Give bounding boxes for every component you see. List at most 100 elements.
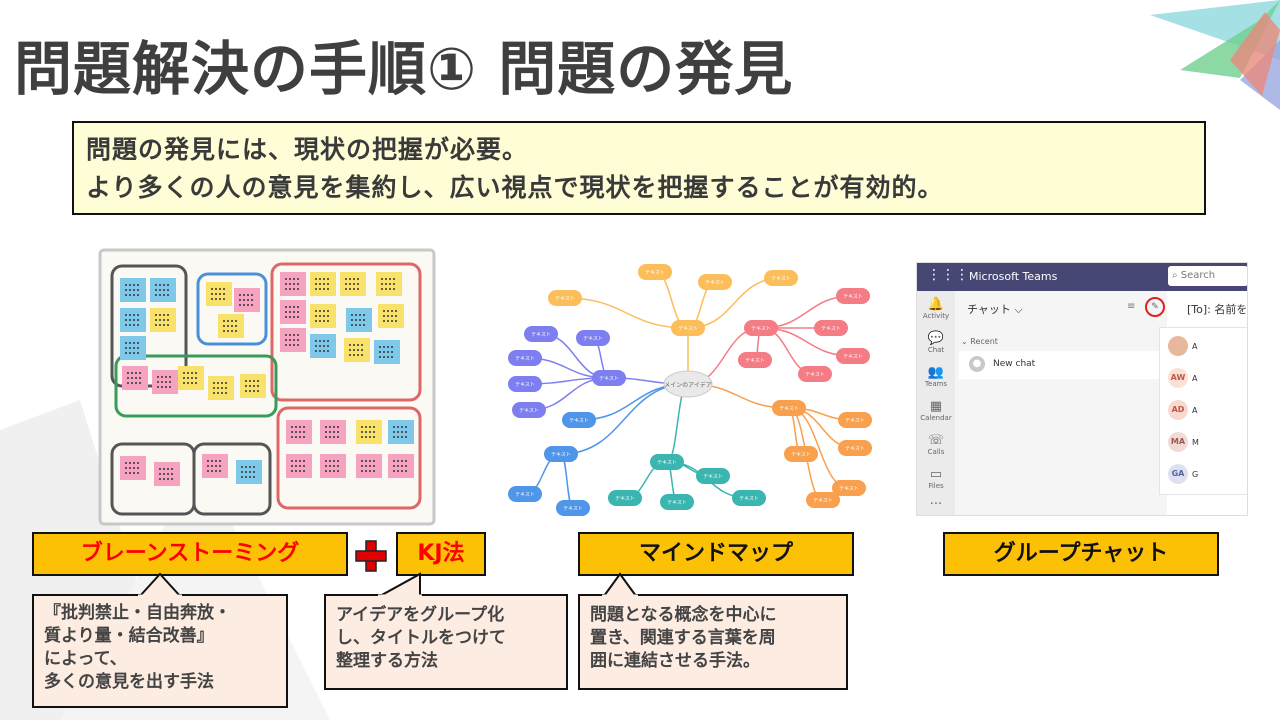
mindmap-node (832, 480, 866, 496)
mindmap-node (798, 366, 832, 382)
mindmap-node-text: テキスト (751, 326, 771, 332)
avatar: MA (1168, 432, 1188, 452)
kj-method-label: KJ法 (396, 532, 486, 576)
mindmap-node-text: テキスト (645, 270, 665, 276)
mindmap-node (508, 486, 542, 502)
mindmap-node (592, 370, 626, 386)
mindmap-node (732, 490, 766, 506)
mindmap-node-text: テキスト (779, 406, 799, 412)
mindmap-node (836, 348, 870, 364)
teams-search-input[interactable]: ⌕ Search (1168, 266, 1247, 286)
mindmap-node-text: テキスト (845, 446, 865, 452)
rail-activity[interactable]: 🔔Activity (917, 297, 955, 320)
chat-list-pane: チャット ⌵ ≡ ✎ ⌄ Recent ● New chat (955, 291, 1167, 515)
mindmap-node (671, 320, 705, 336)
mindmap-node-text: テキスト (531, 332, 551, 338)
avatar (1168, 336, 1188, 356)
rail-calls[interactable]: ☏Calls (917, 433, 955, 456)
mindmap-node (838, 440, 872, 456)
mindmap-node-text: テキスト (569, 418, 589, 424)
recent-section[interactable]: ⌄ Recent (961, 337, 998, 346)
teams-app-name: Microsoft Teams (969, 270, 1058, 283)
mindmap-center-label: メインのアイデア (664, 381, 712, 389)
plus-icon (355, 540, 387, 572)
rail-more[interactable]: ··· (917, 497, 955, 512)
rail-calendar[interactable]: ▦Calendar (917, 399, 955, 422)
rail-teams[interactable]: 👥Teams (917, 365, 955, 388)
mindmap-node (836, 288, 870, 304)
summary-line-2: より多くの人の意見を集約し、広い視点で現状を把握することが有効的。 (86, 173, 944, 202)
mindmap-node (508, 376, 542, 392)
mindmap-node (698, 274, 732, 290)
mindmap-node-text: テキスト (739, 496, 759, 502)
mindmap-node-text: テキスト (599, 376, 619, 382)
mindmap-node (508, 350, 542, 366)
mindmap-node-text: テキスト (615, 496, 635, 502)
mindmap-node-text: テキスト (843, 294, 863, 300)
mindmap-node-text: テキスト (551, 452, 571, 458)
teams-left-rail: 🔔Activity 💬Chat 👥Teams ▦Calendar ☏Calls … (917, 291, 955, 515)
rail-files[interactable]: ▭Files (917, 467, 955, 490)
mindmap-node-text: テキスト (515, 492, 535, 498)
avatar-icon: ● (969, 356, 985, 372)
mindmap-node (512, 402, 546, 418)
mindmap-node-text: テキスト (821, 326, 841, 332)
teams-chat-screenshot: ⋮⋮⋮ Microsoft Teams ⌕ Search 🔔Activity 💬… (916, 262, 1248, 516)
summary-line-1: 問題の発見には、現状の把握が必要。 (86, 135, 529, 164)
mindmap-node-text: テキスト (703, 474, 723, 480)
chat-icon: 💬 (927, 331, 945, 346)
mindmap-node (744, 320, 778, 336)
mindmap-node-text: テキスト (678, 326, 698, 332)
filter-icon[interactable]: ≡ (1127, 301, 1136, 312)
to-recipient-input[interactable]: [To]: 名前を入 (1187, 303, 1248, 316)
kj-callout: アイデアをグループ化 し、タイトルをつけて 整理する方法 (324, 594, 568, 690)
mindmap-node-text: テキスト (705, 280, 725, 286)
phone-icon: ☏ (927, 433, 945, 448)
mindmap-node (660, 494, 694, 510)
mindmap-node-text: テキスト (813, 498, 833, 504)
mindmap-node-text: テキスト (845, 418, 865, 424)
mindmap-node-text: テキスト (515, 356, 535, 362)
brainstorming-callout: 『批判禁止・自由奔放・ 質より量・結合改善』 によって、 多くの意見を出す手法 (32, 594, 288, 708)
brainstorming-label: ブレーンストーミング (32, 532, 348, 576)
contact-suggestions: A AW A AD A MA M GA G (1159, 327, 1247, 495)
mindmap-label: マインドマップ (578, 532, 854, 576)
mindmap-node-text: テキスト (771, 276, 791, 282)
mindmap-node-text: テキスト (843, 354, 863, 360)
avatar: AW (1168, 368, 1188, 388)
mindmap-node-text: テキスト (791, 452, 811, 458)
file-icon: ▭ (929, 467, 943, 482)
new-chat-icon[interactable]: ✎ (1145, 297, 1165, 317)
mindmap-node (814, 320, 848, 336)
chat-main-pane: [To]: 名前を入 A AW A AD A MA M GA G (1159, 291, 1248, 515)
mindmap-node-text: テキスト (563, 506, 583, 512)
mindmap-node-text: テキスト (839, 486, 859, 492)
mindmap-node (524, 326, 558, 342)
teams-icon: 👥 (927, 365, 945, 380)
new-chat-item[interactable]: ● New chat (959, 351, 1165, 379)
mindmap-node (764, 270, 798, 286)
rail-chat[interactable]: 💬Chat (917, 331, 955, 354)
mindmap-node (806, 492, 840, 508)
mindmap-node-text: テキスト (805, 372, 825, 378)
mindmap-node-text: テキスト (515, 382, 535, 388)
chat-header[interactable]: チャット ⌵ (967, 303, 1023, 316)
mindmap-illustration: テキストテキストテキストテキストテキストテキストテキストテキストテキストテキスト… (508, 264, 872, 516)
mindmap-node-text: テキスト (745, 358, 765, 364)
mindmap-node (608, 490, 642, 506)
mindmap-node-text: テキスト (667, 500, 687, 506)
avatar: GA (1168, 464, 1188, 484)
app-launcher-icon[interactable]: ⋮⋮⋮ (927, 267, 969, 283)
page-title: 問題解決の手順① 問題の発見 (14, 35, 794, 103)
mindmap-node-text: テキスト (657, 460, 677, 466)
search-icon: ⌕ (1172, 270, 1181, 281)
mindmap-node (562, 412, 596, 428)
mindmap-node (838, 412, 872, 428)
bell-icon: 🔔 (927, 297, 945, 312)
mindmap-node-text: テキスト (555, 296, 575, 302)
new-chat-label: New chat (993, 359, 1036, 369)
groupchat-label: グループチャット (943, 532, 1219, 576)
mindmap-callout: 問題となる概念を中心に 置き、関連する言葉を周 囲に連結させる手法。 (578, 594, 848, 690)
mindmap-node (696, 468, 730, 484)
mindmap-node (784, 446, 818, 462)
